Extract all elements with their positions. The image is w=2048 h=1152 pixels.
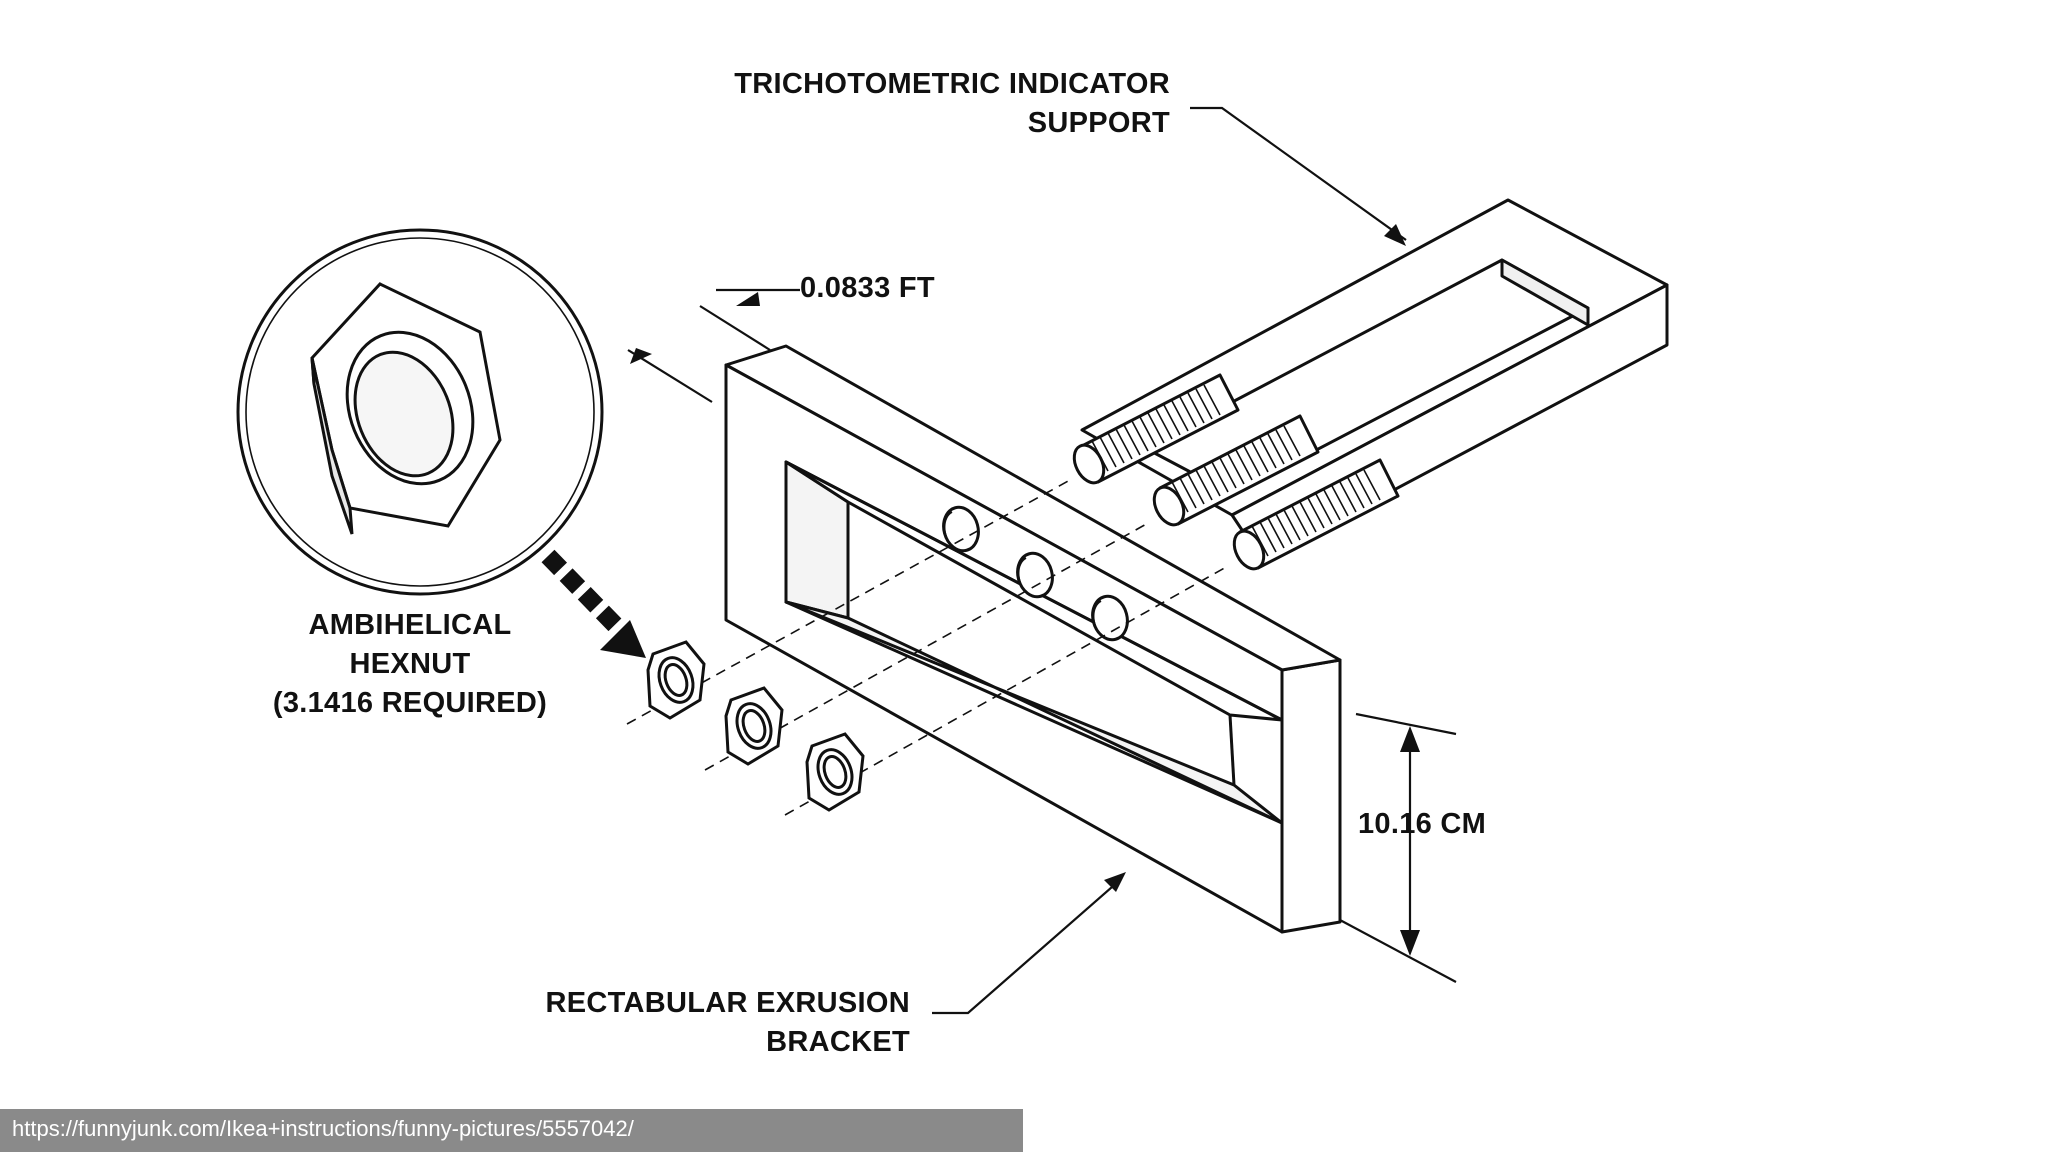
hexnut-2 xyxy=(724,686,784,766)
thickness-label: 0.0833 FT xyxy=(800,272,935,304)
hexnut-detail xyxy=(310,282,502,535)
bracket xyxy=(724,344,1342,934)
hexnut-label: AMBIHELICAL HEXNUT (3.1416 REQUIRED) xyxy=(240,606,580,723)
bracket-side-face xyxy=(1280,658,1342,934)
source-url-bar: https://funnyjunk.com/Ikea+instructions/… xyxy=(0,1109,1023,1152)
source-url[interactable]: https://funnyjunk.com/Ikea+instructions/… xyxy=(12,1116,634,1141)
hexnut-detail-circle xyxy=(236,228,604,596)
height-label: 10.16 CM xyxy=(1358,808,1487,840)
support-label-line2: SUPPORT xyxy=(1027,107,1170,139)
u-bolt-support xyxy=(1072,198,1669,571)
bracket-label-line2: BRACKET xyxy=(766,1026,910,1058)
bracket-label-line1: RECTABULAR EXRUSION xyxy=(545,987,910,1019)
hexnut-1 xyxy=(646,640,706,720)
bracket-label: RECTABULAR EXRUSION BRACKET xyxy=(430,984,910,1062)
hexnut-3 xyxy=(805,732,865,812)
leader-lines xyxy=(627,106,1457,1015)
thread-marks xyxy=(1091,384,1381,557)
support-label-line1: TRICHOTOMETRIC INDICATOR xyxy=(734,68,1170,100)
hexnut-label-line1: AMBIHELICAL xyxy=(308,609,512,641)
hexnut-label-line2: HEXNUT xyxy=(349,648,471,680)
support-label: TRICHOTOMETRIC INDICATOR SUPPORT xyxy=(640,65,1170,143)
hexnuts xyxy=(646,640,865,812)
detail-arrow xyxy=(541,549,646,658)
hexnut-label-line3: (3.1416 REQUIRED) xyxy=(272,687,548,719)
dimension-arrowheads xyxy=(630,224,1420,956)
